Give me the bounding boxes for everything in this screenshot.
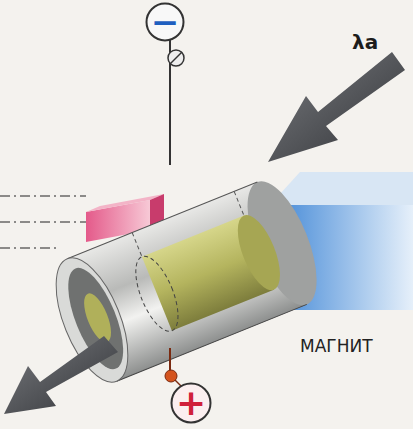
wavelength-label: λa [352, 30, 378, 54]
terminal-sign: − [151, 5, 180, 39]
terminal-circle [147, 4, 184, 41]
terminal-circle [172, 384, 211, 423]
magnet-label: МАГНИТ [300, 336, 373, 356]
terminal-sign: + [176, 385, 206, 421]
plus-terminal: + [170, 382, 212, 424]
wave-arrow-in [268, 52, 405, 162]
cathode-lead [168, 38, 184, 165]
minus-terminal: − [145, 2, 185, 42]
wave-arrow-out [4, 336, 118, 414]
anode-lead [165, 348, 183, 388]
